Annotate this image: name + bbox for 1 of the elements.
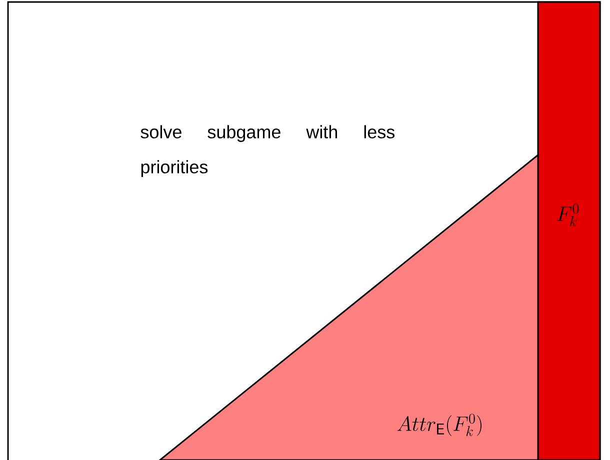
band: $F^0_k$ — [537, 1, 601, 460]
